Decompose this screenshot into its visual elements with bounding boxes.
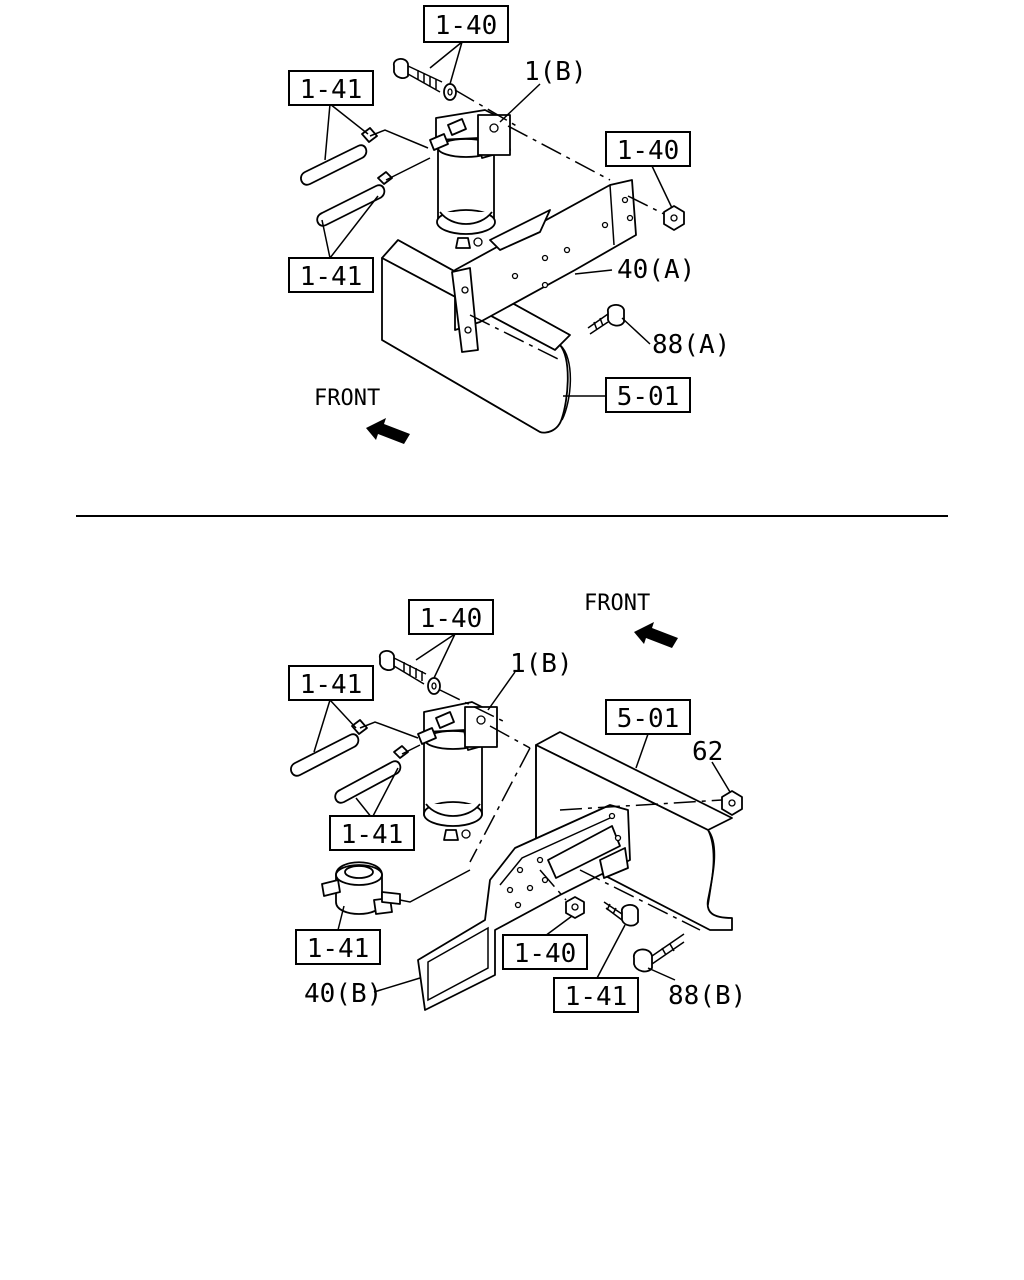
priming-pump	[321, 861, 471, 915]
front-label-bottom: FRONT	[584, 591, 650, 616]
ref-label: 1-40	[514, 939, 577, 969]
bolt-88a	[587, 304, 625, 335]
ref-box-1-41-bottom-mid: 1-41	[329, 815, 415, 851]
ref-box-5-01-bottom: 5-01	[605, 699, 691, 735]
part-label-40a: 40(A)	[617, 255, 695, 285]
part-label-1b-bottom: 1(B)	[510, 649, 573, 679]
ref-box-1-41-top-lower: 1-41	[288, 257, 374, 293]
bolt-washer-top	[393, 58, 457, 101]
ref-label: 1-40	[617, 136, 680, 166]
ref-label: 1-41	[341, 820, 404, 850]
ref-label: 1-40	[435, 11, 498, 41]
hoses-bottom	[290, 719, 421, 804]
bracket-40b	[417, 804, 631, 1011]
ref-box-1-40-bottom-lower: 1-40	[502, 934, 588, 970]
ref-box-1-41-bottom-lower: 1-41	[553, 977, 639, 1013]
ref-label: 1-41	[300, 75, 363, 105]
part-label-88b: 88(B)	[668, 981, 746, 1011]
ref-label: 1-41	[300, 670, 363, 700]
front-arrow-top-icon	[366, 418, 410, 444]
fuel-filter-top	[429, 109, 511, 249]
ref-box-1-41-bottom-pump: 1-41	[295, 929, 381, 965]
part-label-62: 62	[692, 737, 723, 767]
bottom-view: 1-40 1-41 1-41 1-41 1-40 1-41 5-01 1(B) …	[288, 591, 746, 1013]
fuel-filter-bottom	[417, 701, 498, 841]
hoses-top	[300, 127, 431, 227]
ref-label: 1-40	[420, 604, 483, 634]
ref-box-1-40-top: 1-40	[423, 5, 509, 43]
top-view: 1-40 1-41 1-41 1-40 5-01 1(B) 40(A) 88(A…	[288, 5, 730, 444]
part-label-40b: 40(B)	[304, 979, 382, 1009]
part-label-1b-top: 1(B)	[524, 57, 587, 87]
frame-rail-bottom	[535, 731, 733, 931]
front-label-top: FRONT	[314, 386, 380, 411]
part-label-88a: 88(A)	[652, 330, 730, 360]
ref-box-1-40-bottom: 1-40	[408, 599, 494, 635]
ref-label: 5-01	[617, 704, 680, 734]
ref-label: 5-01	[617, 382, 680, 412]
ref-box-1-40-top-right: 1-40	[605, 131, 691, 167]
ref-label: 1-41	[300, 262, 363, 292]
nut-lower	[565, 896, 585, 919]
ref-box-5-01-top: 5-01	[605, 377, 691, 413]
ref-label: 1-41	[565, 982, 628, 1012]
bolt-lower	[603, 901, 639, 927]
bolt-washer-bottom	[379, 650, 441, 695]
ref-label: 1-41	[307, 934, 370, 964]
front-arrow-bottom-icon	[634, 622, 678, 648]
nut-62	[721, 790, 743, 816]
ref-box-1-41-bottom-upper: 1-41	[288, 665, 374, 701]
bolt-88b	[633, 933, 685, 973]
bracket-40a	[451, 179, 637, 353]
nut-top	[663, 205, 685, 231]
ref-box-1-41-top-upper: 1-41	[288, 70, 374, 106]
